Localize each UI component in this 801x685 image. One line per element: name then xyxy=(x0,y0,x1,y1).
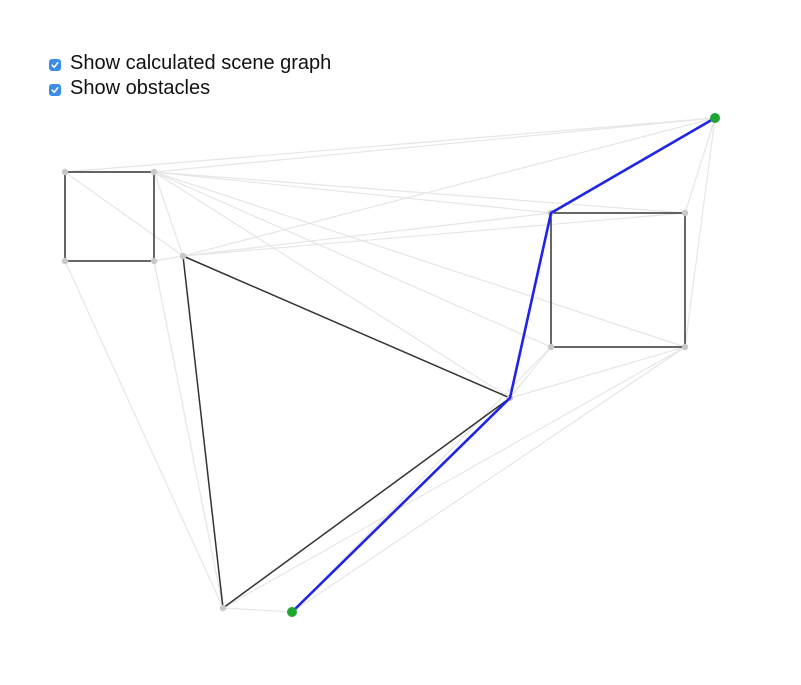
graph-edge xyxy=(153,171,511,399)
graph-vertex xyxy=(179,252,187,260)
scene-graph-layer xyxy=(64,117,716,613)
checkmark-icon xyxy=(51,86,59,93)
endpoints-layer xyxy=(287,113,720,617)
obstacle-triangle xyxy=(182,254,512,610)
graph-vertex xyxy=(61,168,69,176)
graph-vertex xyxy=(219,604,227,612)
graph-edge xyxy=(182,212,686,257)
obstacles-layer xyxy=(64,171,686,610)
graph-vertex xyxy=(150,168,158,176)
graph-edge xyxy=(222,346,686,609)
options-panel: Show calculated scene graph Show obstacl… xyxy=(49,51,331,101)
graph-edge xyxy=(684,117,716,348)
obstacles-label: Show obstacles xyxy=(70,77,211,99)
option-obstacles[interactable]: Show obstacles xyxy=(49,76,331,101)
graph-edge xyxy=(64,171,184,257)
graph-edge xyxy=(222,607,293,613)
graph-edge xyxy=(153,171,552,348)
shortest-path xyxy=(291,116,716,613)
option-scene-graph[interactable]: Show calculated scene graph xyxy=(49,51,331,76)
graph-edge xyxy=(153,171,184,257)
start-point[interactable] xyxy=(287,607,297,617)
graph-vertex xyxy=(61,257,69,265)
graph-edge xyxy=(509,346,686,399)
graph-edge xyxy=(64,260,224,609)
scene-graph-label: Show calculated scene graph xyxy=(70,52,332,74)
graph-edge xyxy=(509,346,552,399)
graph-edge xyxy=(153,171,686,214)
shortest-path-layer xyxy=(291,116,716,613)
graph-edge xyxy=(291,346,686,613)
graph-edge xyxy=(182,117,716,257)
graph-vertex xyxy=(681,209,689,217)
graph-edge xyxy=(153,260,224,609)
graph-edge xyxy=(182,212,552,257)
graph-vertex xyxy=(150,257,158,265)
graph-edge xyxy=(64,117,716,173)
graph-vertex xyxy=(547,343,555,351)
graph-edge xyxy=(153,255,184,262)
graph-edge xyxy=(153,117,716,173)
vertices-layer xyxy=(61,168,689,612)
graph-edge xyxy=(684,117,716,214)
graph-edge xyxy=(153,171,552,214)
obstacles-checkbox[interactable] xyxy=(49,83,61,96)
obstacle-rectangle xyxy=(550,212,686,348)
graph-vertex xyxy=(681,343,689,351)
checkmark-icon xyxy=(51,61,59,68)
end-point[interactable] xyxy=(710,113,720,123)
obstacle-square xyxy=(64,171,155,262)
graph-edge xyxy=(153,171,686,348)
scene-graph-checkbox[interactable] xyxy=(49,58,61,71)
